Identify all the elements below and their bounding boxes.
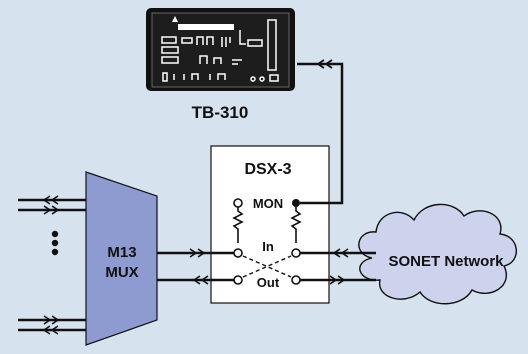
- tributary-lines-bottom: [18, 318, 86, 332]
- right-monitor-resistor: [290, 203, 302, 243]
- mux-label-line2: MUX: [105, 264, 138, 281]
- network-out-arrow-icon: [329, 275, 346, 285]
- tributary-top-rx-arrow-icon: [42, 195, 59, 205]
- mon-jack: [292, 199, 300, 207]
- dsx3-panel: [210, 145, 330, 304]
- tributary-bottom-rx-arrow-icon: [42, 325, 59, 335]
- tb310-display-bar: [178, 24, 234, 30]
- mux-out-arrow-icon: [192, 275, 209, 285]
- tb310-logo-icon: [172, 16, 178, 22]
- m13-mux: [85, 171, 158, 346]
- normal-through-dashed-lines: [242, 255, 292, 278]
- tributary-lines-top: [18, 198, 86, 212]
- mux-in-arrow-icon: [189, 248, 206, 258]
- out-jack-left: [233, 275, 243, 285]
- tb310-panel-graphics: [161, 19, 279, 82]
- out-label: Out: [257, 275, 280, 290]
- out-jack-right: [291, 275, 301, 285]
- in-jack-right: [291, 248, 301, 258]
- tributary-bottom-tx-arrow-icon: [43, 315, 60, 325]
- left-monitor-resistor: [232, 198, 244, 243]
- mon-label: MON: [253, 196, 283, 211]
- tb310-label: TB-310: [192, 103, 249, 122]
- tributary-top-tx-arrow-icon: [43, 205, 60, 215]
- in-label: In: [262, 239, 274, 254]
- network-in-arrow-icon: [332, 248, 349, 258]
- in-jack-left: [233, 248, 243, 258]
- sonet-cloud: [358, 203, 518, 305]
- monitor-cable-arrow-icon: [316, 59, 333, 69]
- mux-label-line1: M13: [107, 244, 136, 261]
- tb310-device: [146, 8, 295, 91]
- sonet-network-label: SONET Network: [388, 253, 504, 270]
- ellipsis-dots-icon: [51, 230, 59, 256]
- dsx3-title: DSX-3: [244, 161, 291, 178]
